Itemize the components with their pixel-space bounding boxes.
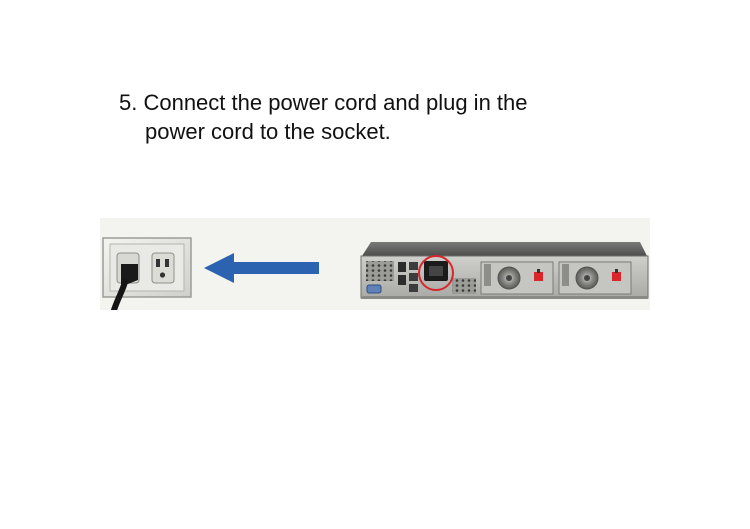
connection-illustration xyxy=(100,218,650,310)
step-instruction-line-1: 5. Connect the power cord and plug in th… xyxy=(119,90,528,115)
arrow-left-icon xyxy=(204,253,319,283)
step-instruction-line-2: power cord to the socket. xyxy=(145,119,391,144)
step-instruction: 5. Connect the power cord and plug in th… xyxy=(119,88,639,146)
server-rear-panel-icon xyxy=(360,242,649,299)
wall-socket-icon xyxy=(102,237,192,310)
power-inlet-highlight-icon xyxy=(418,255,454,291)
